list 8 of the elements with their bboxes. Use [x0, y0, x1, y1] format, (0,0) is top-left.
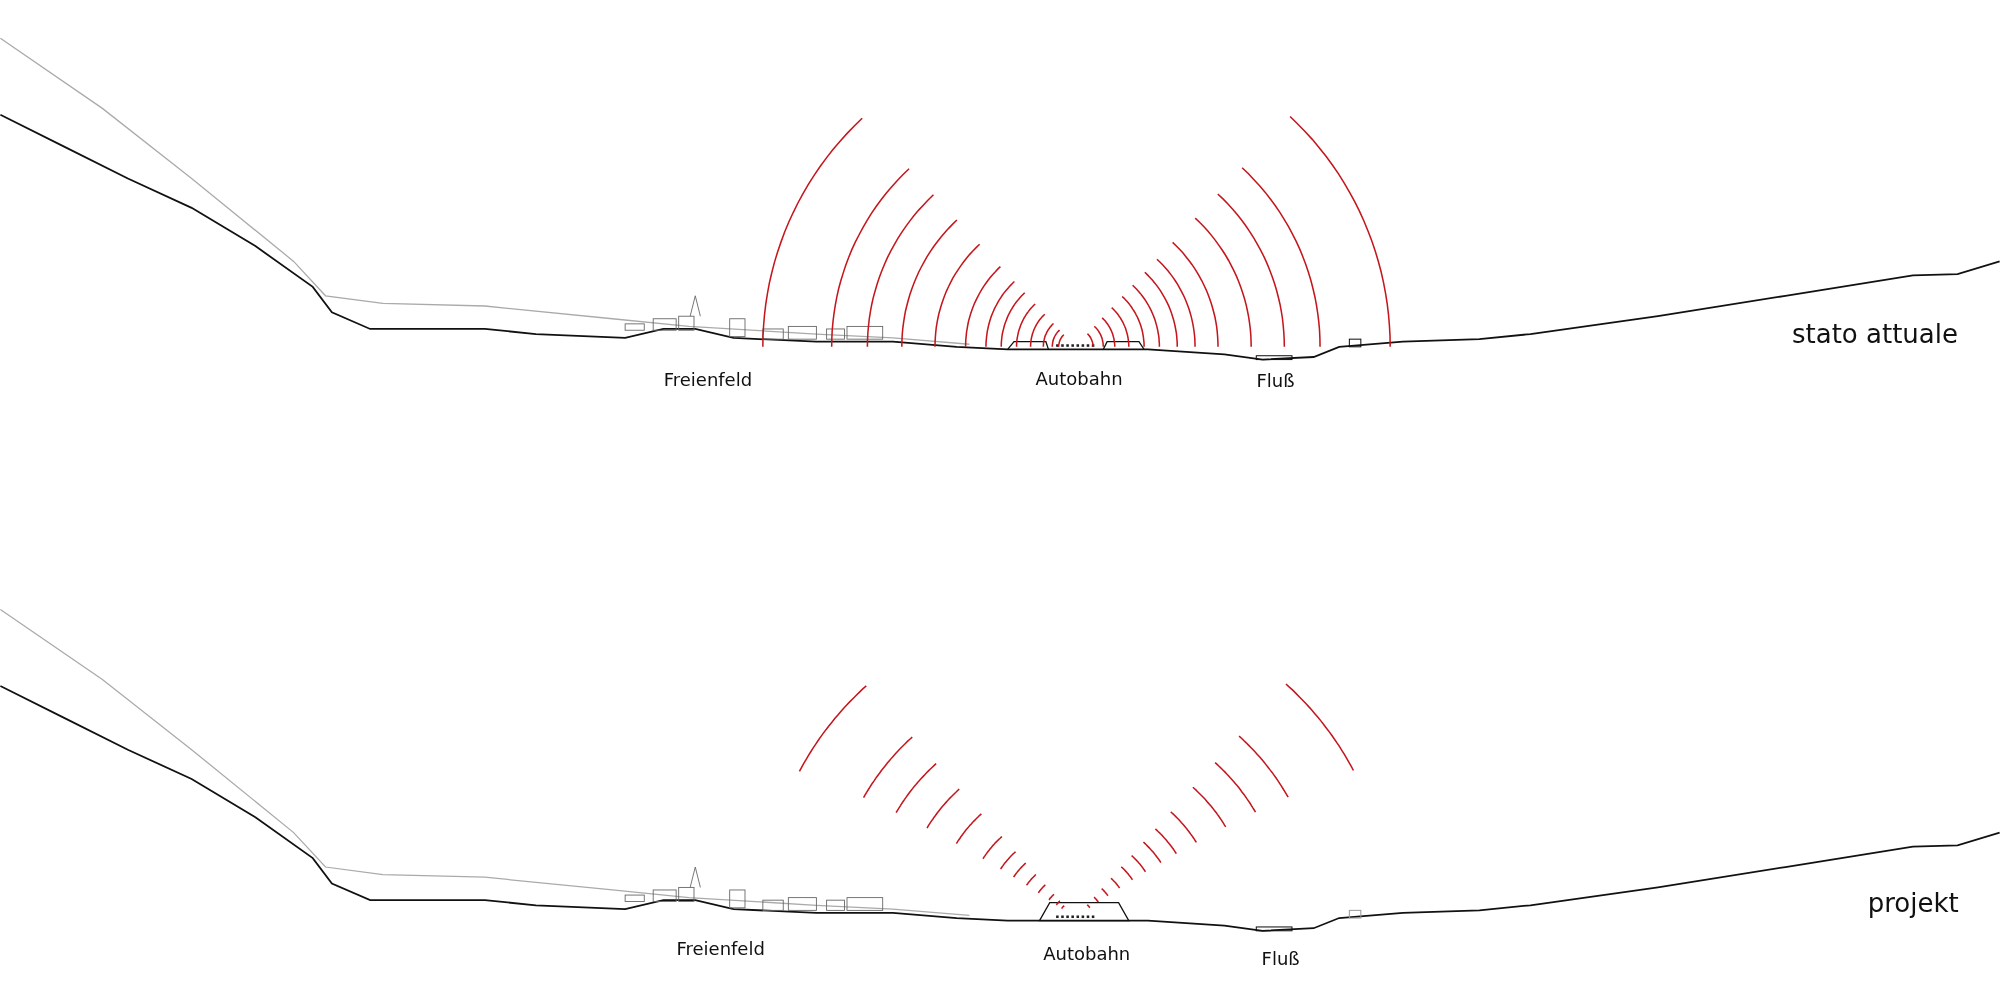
section-title: projekt — [1867, 888, 1959, 919]
place-label: Fluß — [1261, 947, 1300, 969]
place-label: Autobahn — [1043, 942, 1131, 964]
place-label: Freienfeld — [663, 368, 753, 390]
section-title: stato attuale — [1792, 319, 1958, 350]
place-label: Fluß — [1256, 369, 1295, 391]
place-label: Freienfeld — [676, 937, 765, 959]
place-label: Autobahn — [1035, 367, 1123, 389]
